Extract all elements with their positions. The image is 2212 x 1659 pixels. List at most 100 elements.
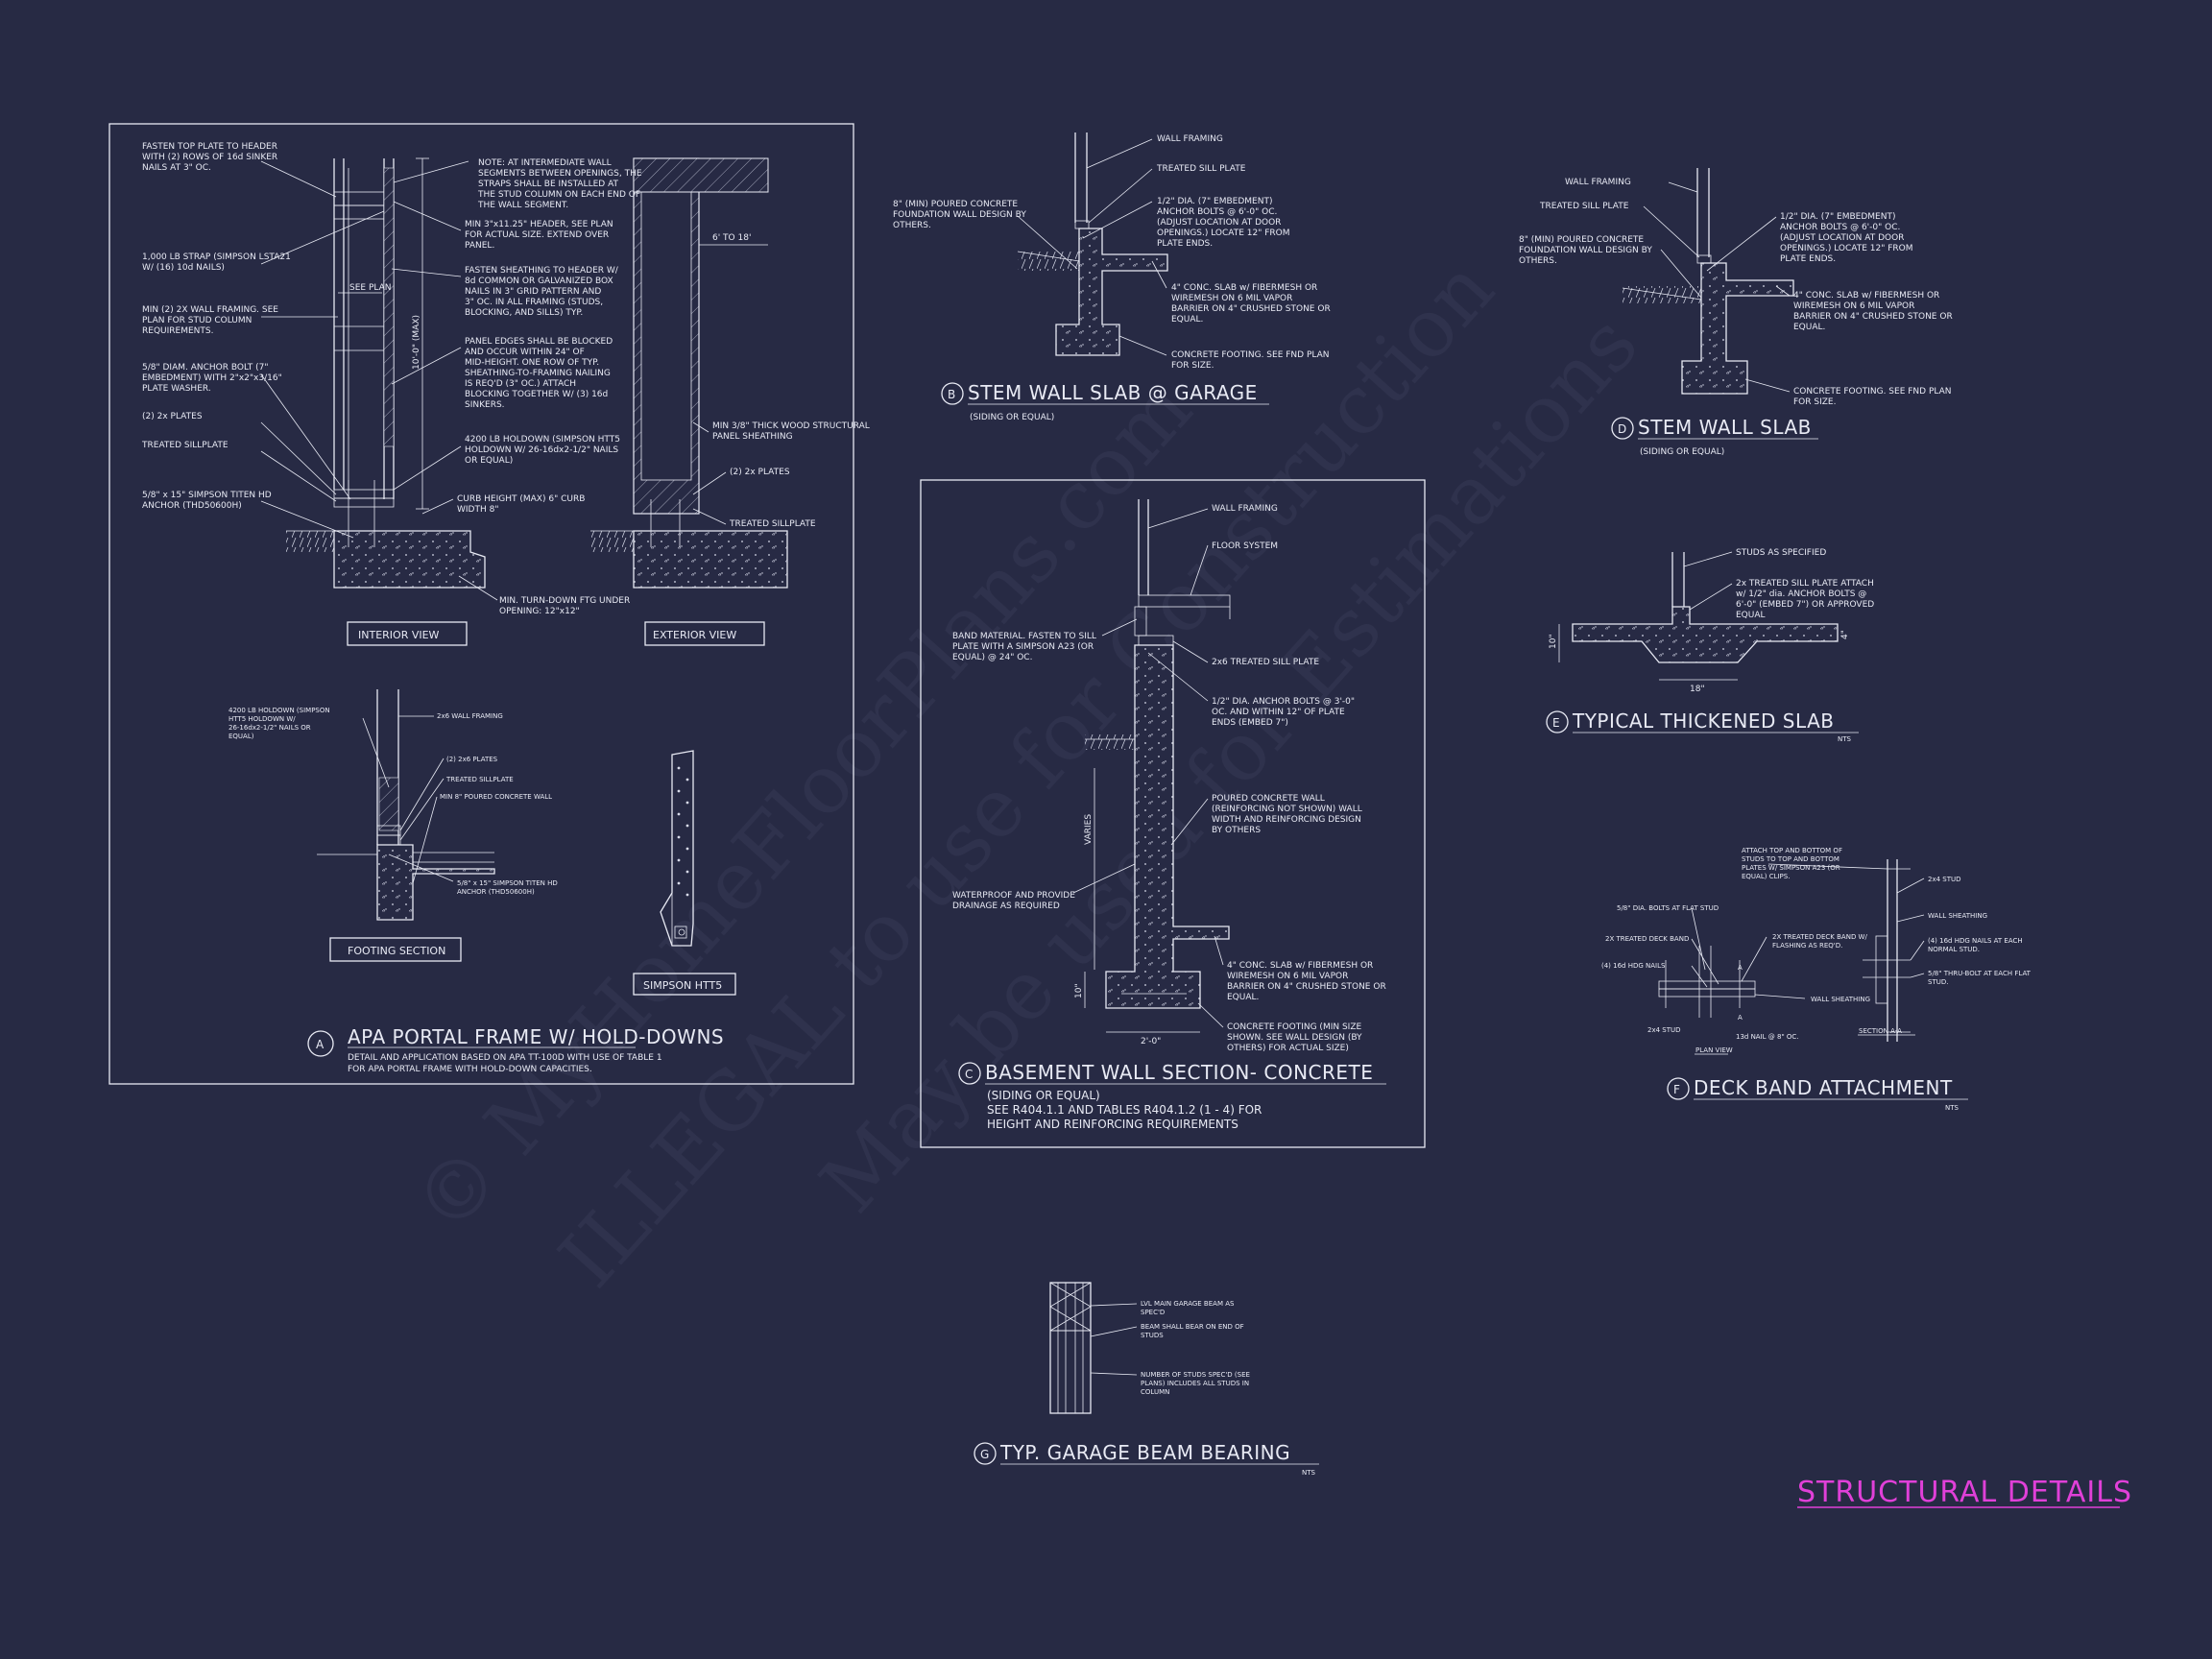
simpson-label-box	[633, 973, 736, 996]
detail-e: 18" 10" 4" STUDS AS SPECIFIED 2x TREATED…	[1546, 548, 1874, 743]
detail-d-letter: D	[1618, 422, 1626, 436]
detail-a-description-2: FOR APA PORTAL FRAME WITH HOLD-DOWN CAPA…	[348, 1065, 592, 1074]
note-f-hdg-nails: (4) 16d HDG NAILS	[1601, 962, 1666, 970]
detail-g-title: TYP. GARAGE BEAM BEARING	[999, 1441, 1290, 1464]
note-f-section-stud: 2x4 STUD	[1928, 876, 1961, 883]
detail-c-description-1: SEE R404.1.1 AND TABLES R404.1.2 (1 - 4)…	[987, 1103, 1262, 1117]
detail-c-title: BASEMENT WALL SECTION- CONCRETE	[985, 1061, 1373, 1084]
note-c-sill-plate: 2x6 TREATED SILL PLATE	[1212, 658, 1319, 667]
exterior-view-drawing: 6' TO 18'	[590, 157, 788, 589]
detail-c: VARIES 10" 2'-0" WALL FRAMING FLOOR SYST…	[920, 479, 1426, 1148]
interior-view-label: INTERIOR VIEW	[358, 629, 440, 641]
detail-a-description-1: DETAIL AND APPLICATION BASED ON APA TT-1…	[348, 1053, 662, 1063]
detail-b: WALL FRAMING TREATED SILL PLATE 1/2" DIA…	[893, 132, 1331, 422]
detail-a-marker	[307, 1030, 334, 1057]
detail-a-letter: A	[316, 1038, 325, 1051]
note-c-wall-framing: WALL FRAMING	[1212, 504, 1278, 514]
detail-c-marker	[958, 1062, 981, 1085]
detail-g-marker	[974, 1442, 997, 1465]
footing-section-drawing	[317, 689, 495, 921]
max-height-text: 10'-0" (MAX)	[412, 315, 421, 370]
detail-a-title: APA PORTAL FRAME W/ HOLD-DOWNS	[348, 1025, 724, 1048]
note-f-section-sheathing: WALL SHEATHING	[1928, 912, 1987, 920]
detail-b-title: STEM WALL SLAB @ GARAGE	[968, 381, 1258, 404]
note-f-deck-band-flashing: 2X TREATED DECK BAND W/FLASHING AS REQ'D…	[1772, 933, 1867, 950]
detail-e-dim-4: 4"	[1840, 630, 1850, 639]
detail-d-subtitle: (SIDING OR EQUAL)	[1640, 447, 1724, 457]
detail-e-title: TYPICAL THICKENED SLAB	[1572, 709, 1834, 733]
note-d-anchor-bolts: 1/2" DIA. (7" EMBEDMENT)ANCHOR BOLTS @ 6…	[1780, 212, 1913, 264]
detail-a: SEE PLAN 10'-0" (MAX) 6' TO 18' FASTEN T…	[108, 123, 870, 1085]
note-d-sill-plate: TREATED SILL PLATE	[1539, 202, 1629, 211]
note-f-bolts: 5/8" DIA. BOLTS AT FLAT STUD	[1617, 904, 1719, 912]
detail-d-title: STEM WALL SLAB	[1638, 416, 1812, 439]
note-a-anchor-bolt: 5/8" DIAM. ANCHOR BOLT (7"EMBEDMENT) WIT…	[142, 363, 282, 394]
note-a-footing-concrete-wall: MIN 8" POURED CONCRETE WALL	[440, 793, 552, 801]
note-d-wall-framing: WALL FRAMING	[1565, 178, 1631, 187]
plan-view-label: PLAN VIEW	[1695, 1046, 1733, 1054]
note-f-wall-sheathing-plan: WALL SHEATHING	[1811, 996, 1870, 1003]
detail-b-letter: B	[948, 388, 955, 401]
detail-e-marker	[1546, 710, 1569, 733]
section-aa-label: SECTION A-A	[1859, 1027, 1902, 1035]
see-plan-text: SEE PLAN	[349, 283, 391, 293]
detail-a-frame	[108, 123, 854, 1085]
detail-c-notes: WALL FRAMING FLOOR SYSTEM BAND MATERIAL.…	[952, 504, 1386, 1053]
note-a-footing-plates: (2) 2x6 PLATES	[446, 756, 498, 763]
simpson-htt5-label: SIMPSON HTT5	[643, 979, 722, 992]
dim-6-18-text: 6' TO 18'	[712, 233, 751, 243]
note-f-stud: 2x4 STUD	[1647, 1026, 1681, 1034]
footing-section-label-box	[329, 937, 462, 962]
note-a-right-plates: (2) 2x PLATES	[730, 468, 790, 477]
footing-section-label: FOOTING SECTION	[348, 945, 445, 957]
detail-c-dim-2-0: 2'-0"	[1141, 1037, 1161, 1046]
simpson-htt5-drawing	[660, 750, 694, 947]
note-a-right-sillplate: TREATED SILLPLATE	[729, 519, 816, 529]
deck-band-section: SECTION A-A	[1858, 859, 1915, 1042]
section-mark-bottom: A	[1738, 1014, 1743, 1022]
detail-c-varies: VARIES	[1084, 814, 1094, 845]
note-f-nail: 13d NAIL @ 8" OC.	[1736, 1033, 1799, 1041]
note-c-floor-system: FLOOR SYSTEM	[1212, 541, 1278, 551]
detail-f: A A PLAN VIEW SECTION A-A ATTACH TOP AND…	[1601, 847, 2032, 1112]
interior-view-label-box	[347, 621, 468, 646]
note-b-sill-plate: TREATED SILL PLATE	[1156, 164, 1246, 174]
note-a-footing-sillplate: TREATED SILLPLATE	[445, 776, 514, 783]
deck-band-plan-view: A A PLAN VIEW	[1658, 946, 1756, 1055]
detail-e-dim-18: 18"	[1690, 685, 1705, 694]
detail-g-letter: G	[980, 1448, 989, 1461]
